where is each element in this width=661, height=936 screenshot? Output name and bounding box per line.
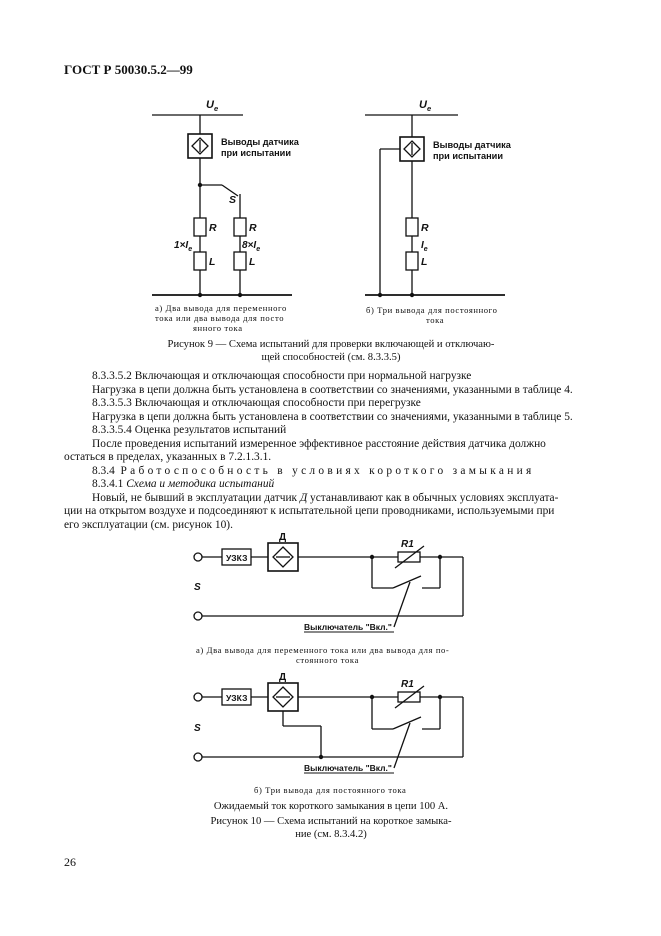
- fig9b-l: L: [421, 256, 427, 268]
- fig9a-resistor-right: [233, 217, 247, 237]
- fig10a-uzk-label: УЗКЗ: [226, 553, 247, 563]
- fig10b-switch-label: Выключатель "Вкл.": [304, 763, 392, 773]
- fig9b-sensor-label-2: при испытании: [433, 151, 503, 161]
- para-load-normal: Нагрузка в цепи должна быть установлена …: [92, 384, 573, 396]
- fig9a-supply-label: U: [206, 99, 215, 111]
- fig9a-switch-label: S: [229, 194, 236, 206]
- fig10b-caption: б) Три вывода для постоянного тока: [254, 785, 407, 795]
- para-new-sensor-2: ции на открытом воздухе и подсоединяют к…: [64, 505, 555, 517]
- fig10a-d-label: Д: [279, 532, 286, 543]
- fig9a-l-right: L: [249, 256, 255, 268]
- fig9a-resistor-left: [193, 217, 207, 237]
- fig10a-terminal-bottom: [193, 611, 203, 621]
- fig10a-circuit: [193, 542, 464, 628]
- fig10a-switch-pointer: [393, 581, 411, 628]
- fig9a-r-left: R: [209, 222, 217, 234]
- fig9a-load-left: 1×I: [174, 240, 188, 251]
- fig9a-l-left: L: [209, 256, 215, 268]
- fig9b-caption: б) Три вывода для постоянного тока: [366, 305, 498, 325]
- para-8-3-3-5-3: 8.3.3.5.3 Включающая и отключающая спосо…: [92, 397, 421, 409]
- para-8-3-3-5-4: 8.3.3.5.4 Оценка результатов испытаний: [92, 424, 287, 436]
- fig10b-s-label: S: [194, 723, 201, 734]
- fig9-caption: Рисунок 9 — Схема испытаний для проверки…: [167, 339, 495, 363]
- fig9a-caption: а) Два вывода для переменного тока или д…: [155, 303, 287, 333]
- fig9b-r: R: [421, 222, 429, 234]
- fig9a-sensor-label-2: при испытании: [221, 148, 291, 158]
- fig9b-circuit: [365, 114, 505, 296]
- svg-text:1×Ie: 1×Ie: [174, 240, 192, 253]
- fig10b-terminal-bottom: [193, 752, 203, 762]
- fig10a-caption: а) Два вывода для переменного тока или д…: [196, 645, 450, 665]
- para-new-sensor-1: Новый, не бывший в эксплуатации датчик Д…: [92, 492, 559, 504]
- fig10b-circuit: [193, 682, 464, 769]
- svg-text:Ie: Ie: [421, 240, 428, 253]
- fig9a-r-right: R: [249, 222, 257, 234]
- para-new-sensor-3: его эксплуатации (см. рисунок 10).: [64, 519, 233, 531]
- para-8-3-4: 8.3.4 Работоспособность в условиях корот…: [92, 465, 535, 477]
- fig10-note: Ожидаемый ток короткого замыкания в цепи…: [213, 801, 449, 812]
- fig9b-supply-label: U: [419, 99, 428, 111]
- fig9a-sensor-symbol: [191, 137, 209, 155]
- fig10a-switch-label: Выключатель "Вкл.": [304, 622, 392, 632]
- fig10b-uzk-label: УЗКЗ: [226, 693, 247, 703]
- fig9a-sensor-label-1: Выводы датчика: [221, 137, 300, 147]
- svg-text:Ue: Ue: [206, 99, 218, 113]
- fig9a-inductor-left: [193, 251, 207, 271]
- fig9a-load-right: 8×I: [242, 240, 256, 251]
- para-after-tests-2: остаться в пределах, указанных в 7.2.1.3…: [64, 451, 272, 463]
- fig9a-inductor-right: [233, 251, 247, 271]
- para-8-3-4-1: 8.3.4.1 Схема и методика испытаний: [92, 478, 275, 490]
- fig9b-resistor: [405, 217, 419, 237]
- svg-text:8×Ie: 8×Ie: [242, 240, 260, 253]
- fig9b-sensor-label-1: Выводы датчика: [433, 140, 512, 150]
- page-number: 26: [64, 855, 76, 869]
- para-8-3-3-5-2: 8.3.3.5.2 Включающая и отключающая спосо…: [92, 370, 472, 382]
- fig10b-r1-label: R1: [401, 679, 414, 690]
- fig9b-inductor: [405, 251, 419, 271]
- fig10a-s-label: S: [194, 582, 201, 593]
- fig10a-switch-blade: [392, 575, 422, 589]
- svg-text:Ue: Ue: [419, 99, 431, 113]
- fig10b-d-label: Д: [279, 672, 286, 683]
- para-after-tests-1: После проведения испытаний измеренное эф…: [92, 438, 546, 450]
- fig9a-switch-blade: [221, 184, 239, 197]
- fig9b-load: I: [421, 240, 424, 251]
- fig10a-r1-label: R1: [401, 539, 414, 550]
- fig10a-r1-arrow: [394, 545, 425, 569]
- fig10-caption: Рисунок 10 — Схема испытаний на короткое…: [210, 816, 452, 840]
- document-header: ГОСТ Р 50030.5.2—99: [64, 62, 193, 77]
- fig10b-terminal-top: [193, 692, 203, 702]
- para-load-overload: Нагрузка в цепи должна быть установлена …: [92, 411, 573, 423]
- fig10a-terminal-top: [193, 552, 203, 562]
- fig9a-circuit: [152, 114, 292, 296]
